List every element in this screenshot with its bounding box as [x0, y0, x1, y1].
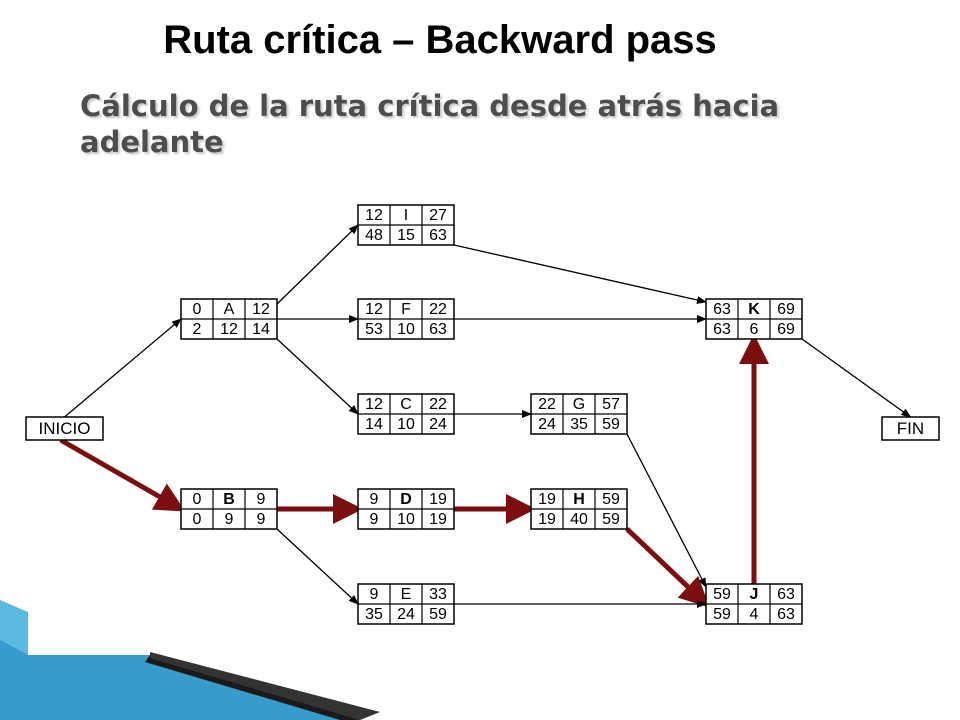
terminal-label: FIN [897, 419, 924, 438]
activity-name-cell: D [400, 491, 412, 508]
early-start-cell: 12 [365, 301, 383, 318]
duration-cell: 15 [397, 227, 415, 244]
slide-corner-decoration [0, 600, 380, 720]
activity-node-g: 22 G 57 24 35 59 [530, 393, 628, 435]
terminal-border [25, 416, 104, 441]
late-start-cell: 24 [538, 416, 556, 433]
early-start-cell: 59 [713, 586, 731, 603]
late-finish-cell: 14 [252, 321, 270, 338]
activity-node-i: 12 I 27 48 15 63 [357, 204, 455, 246]
late-start-cell: 63 [713, 321, 731, 338]
late-finish-cell: 19 [429, 511, 447, 528]
edge-b-to-e [276, 528, 359, 605]
early-start-cell: 9 [370, 491, 379, 508]
late-finish-cell: 63 [429, 227, 447, 244]
late-start-cell: 19 [538, 511, 556, 528]
edge-inicio-to-a [64, 318, 182, 418]
activity-name-cell: H [573, 491, 585, 508]
early-finish-cell: 33 [429, 586, 447, 603]
early-finish-cell: 9 [257, 491, 266, 508]
activity-name-cell: F [401, 301, 411, 318]
late-start-cell: 53 [365, 321, 383, 338]
terminal-border [881, 416, 940, 441]
critical-edge-inicio-to-b [59, 437, 186, 512]
late-finish-cell: 69 [777, 321, 795, 338]
early-finish-cell: 57 [602, 396, 620, 413]
late-start-cell: 59 [713, 606, 731, 623]
duration-cell: 24 [397, 606, 415, 623]
early-start-cell: 12 [365, 396, 383, 413]
edge-a-to-c [276, 338, 359, 415]
slide-subtitle: Cálculo de la ruta crítica desde atrás h… [80, 89, 780, 159]
duration-cell: 4 [750, 606, 759, 623]
terminals-layer: INICIO FIN [25, 416, 940, 441]
duration-cell: 6 [750, 321, 759, 338]
early-finish-cell: 63 [777, 586, 795, 603]
activity-name-cell: E [401, 586, 412, 603]
edge-a-to-i [276, 224, 359, 305]
duration-cell: 35 [570, 416, 588, 433]
edge-i-to-k [453, 244, 707, 304]
late-finish-cell: 24 [429, 416, 447, 433]
duration-cell: 10 [397, 511, 415, 528]
edge-k-to-fin [801, 338, 912, 418]
start-terminal: INICIO [25, 416, 104, 441]
activity-node-a: 0 A 12 2 12 14 [180, 298, 278, 340]
duration-cell: 9 [225, 511, 234, 528]
early-start-cell: 63 [713, 301, 731, 318]
activity-name-cell: K [748, 301, 760, 318]
critical-edge-h-to-j [625, 527, 710, 608]
late-finish-cell: 59 [602, 416, 620, 433]
activity-node-h: 19 H 59 19 40 59 [530, 488, 628, 530]
early-start-cell: 22 [538, 396, 556, 413]
late-start-cell: 14 [365, 416, 383, 433]
activity-name-cell: G [573, 396, 585, 413]
end-terminal: FIN [881, 416, 940, 441]
activity-node-j: 59 J 63 59 4 63 [705, 583, 803, 625]
activity-node-c: 12 C 22 14 10 24 [357, 393, 455, 435]
early-finish-cell: 22 [429, 301, 447, 318]
early-finish-cell: 22 [429, 396, 447, 413]
early-start-cell: 0 [193, 301, 202, 318]
activity-name-cell: B [223, 491, 235, 508]
late-finish-cell: 59 [602, 511, 620, 528]
late-finish-cell: 59 [429, 606, 447, 623]
activity-node-k: 63 K 69 63 6 69 [705, 298, 803, 340]
activity-node-d: 9 D 19 9 10 19 [357, 488, 455, 530]
late-finish-cell: 9 [257, 511, 266, 528]
late-start-cell: 48 [365, 227, 383, 244]
edges-layer [59, 224, 912, 608]
early-finish-cell: 19 [429, 491, 447, 508]
activity-name-cell: C [400, 396, 412, 413]
edge-g-to-j [626, 433, 707, 588]
late-start-cell: 2 [193, 321, 202, 338]
late-finish-cell: 63 [777, 606, 795, 623]
duration-cell: 40 [570, 511, 588, 528]
late-start-cell: 9 [370, 511, 379, 528]
late-start-cell: 0 [193, 511, 202, 528]
terminal-label: INICIO [39, 419, 91, 438]
activity-node-e: 9 E 33 35 24 59 [357, 583, 455, 625]
duration-cell: 10 [397, 416, 415, 433]
duration-cell: 12 [220, 321, 238, 338]
early-finish-cell: 59 [602, 491, 620, 508]
slide-title: Ruta crítica – Backward pass [163, 18, 717, 62]
activity-node-b: 0 B 9 0 9 9 [180, 488, 278, 530]
early-start-cell: 9 [370, 586, 379, 603]
late-start-cell: 35 [365, 606, 383, 623]
late-finish-cell: 63 [429, 321, 447, 338]
early-finish-cell: 12 [252, 301, 270, 318]
duration-cell: 10 [397, 321, 415, 338]
early-finish-cell: 69 [777, 301, 795, 318]
activity-name-cell: A [224, 301, 235, 318]
early-start-cell: 19 [538, 491, 556, 508]
activity-name-cell: J [750, 586, 759, 603]
early-start-cell: 12 [365, 207, 383, 224]
early-start-cell: 0 [193, 491, 202, 508]
early-finish-cell: 27 [429, 207, 447, 224]
activity-node-f: 12 F 22 53 10 63 [357, 298, 455, 340]
activity-name-cell: I [404, 207, 408, 224]
